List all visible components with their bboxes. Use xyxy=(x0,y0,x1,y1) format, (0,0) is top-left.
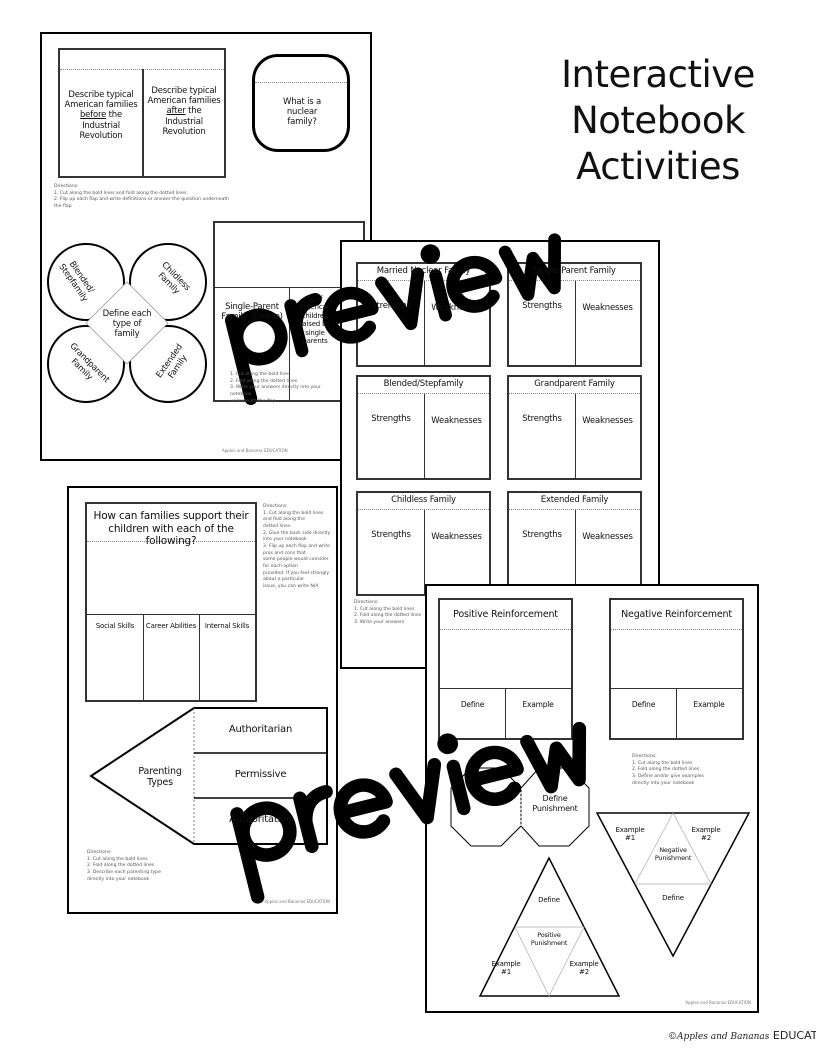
family-type-flap: Single-Parent Family Strengths Weaknesse… xyxy=(507,262,642,367)
cell-define: Define xyxy=(631,700,656,709)
family-type-flap: Blended/Stepfamily Strengths Weaknesses xyxy=(356,375,491,480)
directions: Directions:1. Cut along the bold lines a… xyxy=(54,184,230,209)
brand-logo: ©Apples and Bananas EDUCATION xyxy=(668,1029,816,1042)
page-title: Interactive Notebook Activities xyxy=(540,52,776,190)
cell-strengths: Strengths xyxy=(371,301,411,311)
worksheet-page-reinforcement: Positive Reinforcement Define Example Ne… xyxy=(425,584,759,1013)
pos-example-2: Example #2 xyxy=(569,960,599,977)
percent-text: % of American children raised by single … xyxy=(299,295,331,345)
positive-reinforcement-flap: Positive Reinforcement Define Example xyxy=(438,598,573,740)
neg-example-2: Example #2 xyxy=(691,826,721,843)
cell-weaknesses: Weaknesses xyxy=(582,416,633,426)
cell-weaknesses: Weaknesses xyxy=(582,303,633,313)
box-title: Childless Family xyxy=(391,495,456,505)
neg-define: Define xyxy=(662,894,684,902)
octagon-left xyxy=(450,767,522,847)
title-line: Notebook xyxy=(571,99,745,142)
pos-punishment-label: Positive Punishment xyxy=(530,931,568,947)
box-title: Married Nuclear Family xyxy=(376,266,471,276)
cell-strengths: Strengths xyxy=(522,414,562,424)
box-title: Extended Family xyxy=(540,495,609,505)
flower-center: Define each type of family xyxy=(102,309,152,340)
title-line: Activities xyxy=(576,145,740,188)
cell-strengths: Strengths xyxy=(371,530,411,540)
directions: Directions:1. Cut along the bold lines a… xyxy=(263,504,331,589)
box-title: Single-Parent Family xyxy=(533,266,616,276)
cell-strengths: Strengths xyxy=(522,530,562,540)
footer: Apples and Bananas EDUCATION xyxy=(222,448,288,453)
footer: Apples and Bananas EDUCATION xyxy=(685,1000,751,1005)
pos-define: Define xyxy=(538,896,560,904)
single-parent-text: Single-Parent Family (Define) xyxy=(221,302,283,323)
cell-social-skills: Social Skills xyxy=(95,622,135,630)
support-question: How can families support their children … xyxy=(93,510,249,548)
cell-weaknesses: Weaknesses xyxy=(582,532,633,542)
flower-foldable xyxy=(47,243,207,403)
cell-example: Example xyxy=(522,700,554,709)
nuclear-question: What is a nuclear family? xyxy=(283,97,321,128)
family-type-flap: Extended Family Strengths Weaknesses xyxy=(507,491,642,596)
box-title: Grandparent Family xyxy=(534,379,615,389)
type-permissive: Permissive xyxy=(234,769,287,780)
punishment-foldables xyxy=(450,767,751,997)
cell-internal-skills: Internal Skills xyxy=(204,622,250,630)
neg-punishment-label: Negative Punishment xyxy=(654,846,692,862)
cell-career-abilities: Career Abilities xyxy=(145,622,197,630)
title-line: Interactive xyxy=(561,53,755,96)
cell-weaknesses: Weaknesses xyxy=(431,303,482,313)
box-title: Negative Reinforcement xyxy=(621,609,732,620)
cell-define: Define xyxy=(460,700,485,709)
define-punishment-label: Define Punishment xyxy=(532,794,578,813)
type-authoritarian: Authoritarian xyxy=(228,724,293,735)
family-type-flap: Married Nuclear Family Strengths Weaknes… xyxy=(356,262,491,367)
negative-reinforcement-flap: Negative Reinforcement Define Example xyxy=(609,598,744,740)
cell-weaknesses: Weaknesses xyxy=(431,416,482,426)
neg-example-1: Example #1 xyxy=(615,826,645,843)
support-flap: How can families support their children … xyxy=(85,502,257,702)
family-type-flap: Grandparent Family Strengths Weaknesses xyxy=(507,375,642,480)
family-type-flap: Childless Family Strengths Weaknesses xyxy=(356,491,491,596)
cell-strengths: Strengths xyxy=(522,301,562,311)
parenting-types-label: Parenting Types xyxy=(138,766,182,789)
pos-example-1: Example #1 xyxy=(491,960,521,977)
nuclear-family-flap: What is a nuclear family? xyxy=(252,54,350,152)
cell-weaknesses: Weaknesses xyxy=(431,532,482,542)
worksheet-page-family-support: How can families support their children … xyxy=(67,486,338,914)
cell-example: Example xyxy=(693,700,725,709)
box-title: Positive Reinforcement xyxy=(453,609,558,620)
type-authoritative: Authoritative xyxy=(229,814,292,825)
footer: Apples and Bananas EDUCATION xyxy=(264,899,330,904)
cell-strengths: Strengths xyxy=(371,414,411,424)
box-title: Blended/Stepfamily xyxy=(383,379,464,389)
